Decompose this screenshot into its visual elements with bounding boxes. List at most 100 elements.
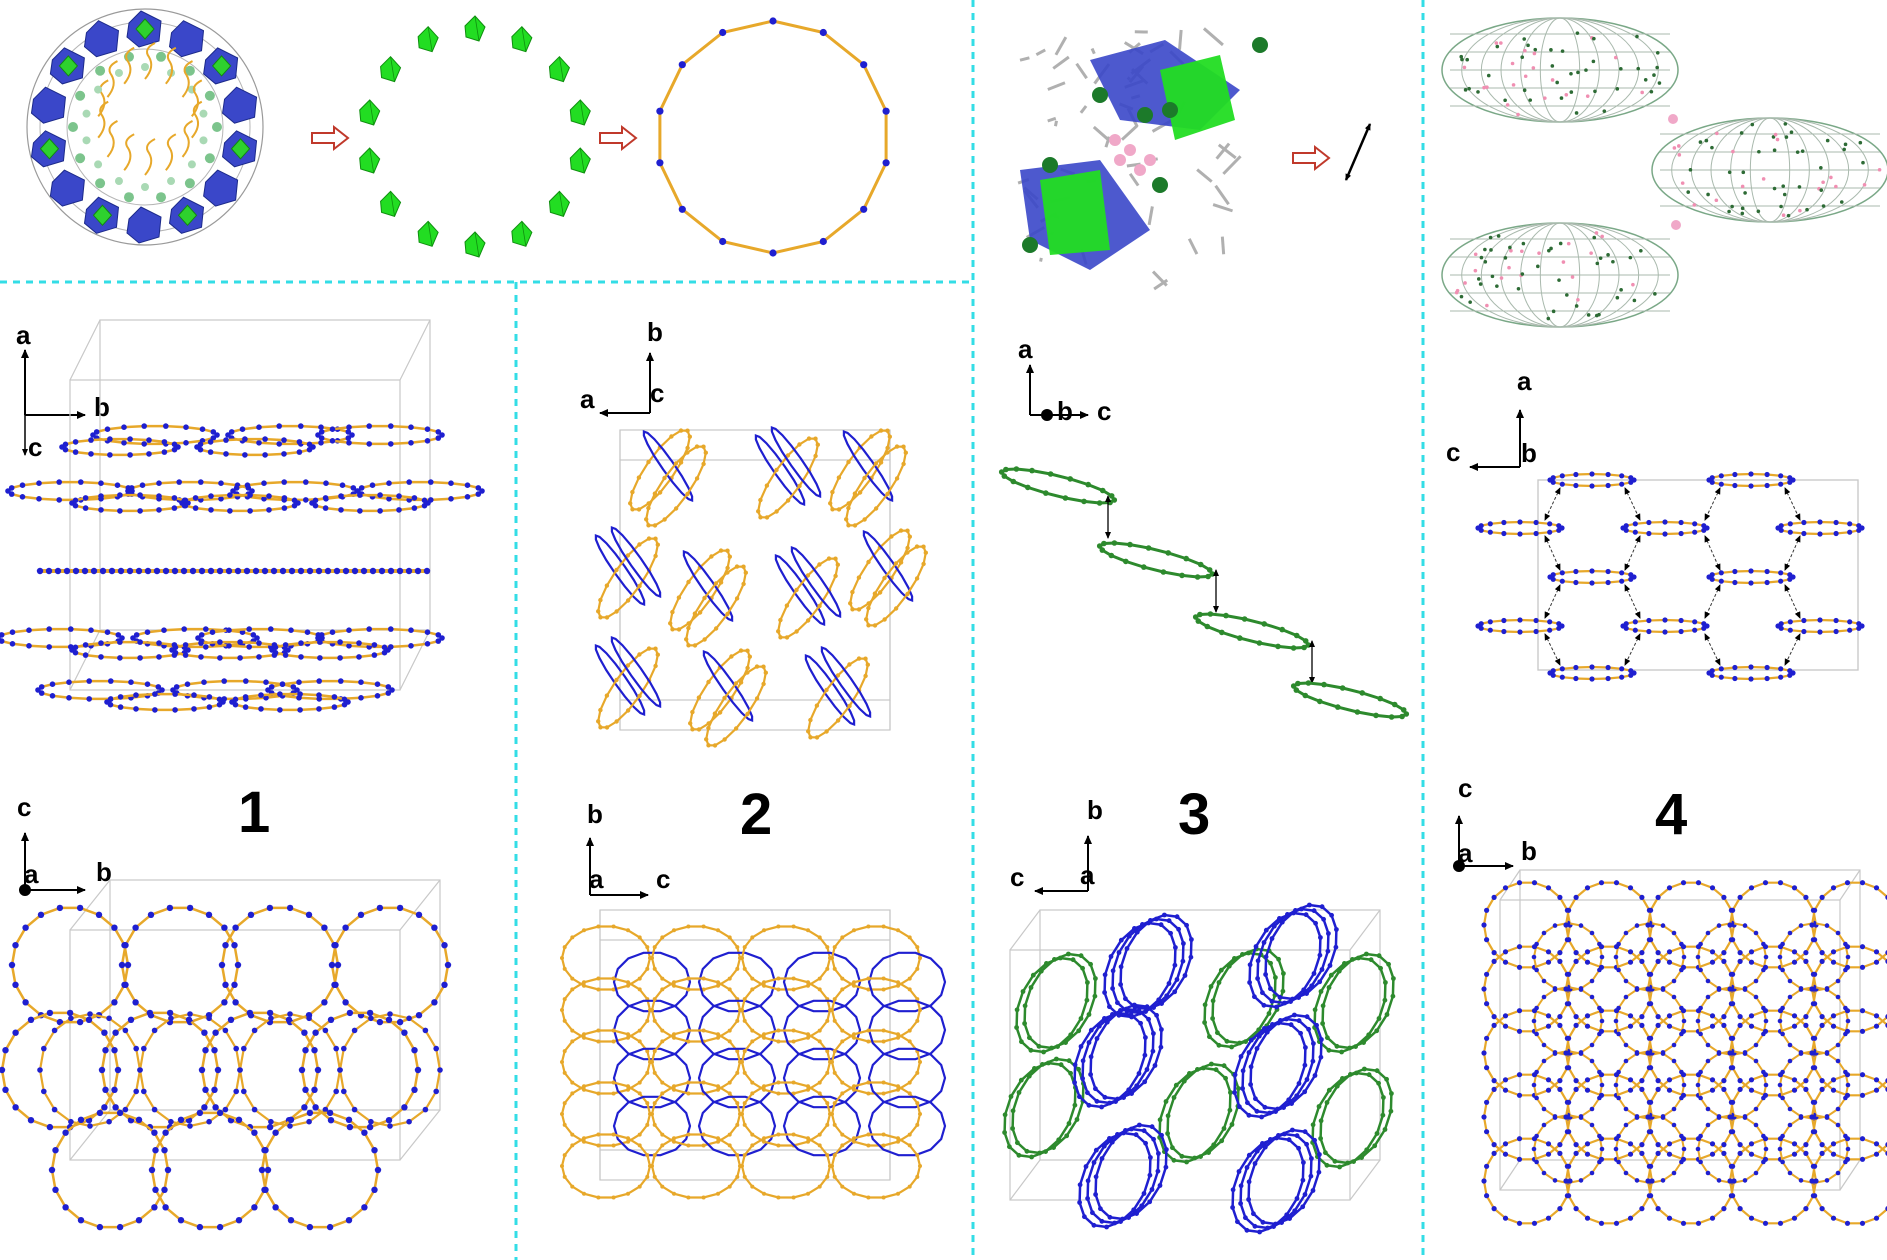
ring-node: [191, 706, 197, 712]
ring-node: [1553, 1178, 1558, 1183]
ring-node: [1780, 968, 1785, 973]
ring-node: [1532, 955, 1537, 960]
ring-node: [212, 1104, 218, 1110]
ring-node: [1710, 668, 1715, 673]
cage-atom: [1715, 132, 1719, 136]
ring-node: [660, 1029, 664, 1033]
ring-node: [172, 442, 178, 448]
ring-node: [1661, 1051, 1666, 1056]
ring-node: [685, 492, 689, 496]
ring-node: [1696, 1221, 1701, 1226]
ring-node: [741, 582, 745, 586]
ring-node: [178, 1217, 184, 1223]
ring-node: [1205, 624, 1211, 630]
ring-node: [1532, 1147, 1537, 1152]
ring-node: [1667, 1077, 1672, 1082]
cage-atom: [1552, 310, 1556, 314]
ring-node: [1585, 1141, 1590, 1146]
node-ring: [560, 925, 652, 992]
ring-node: [716, 1084, 720, 1088]
ring-node: [820, 29, 827, 36]
ring-node: [1100, 1219, 1105, 1224]
ring-node: [1732, 472, 1737, 477]
ring-node: [1763, 1008, 1768, 1013]
ring-node: [1717, 1051, 1722, 1056]
ring-node: [1150, 1187, 1155, 1192]
ring-node: [626, 928, 630, 932]
ring-node: [1730, 1164, 1735, 1169]
ring-node: [368, 1119, 374, 1125]
ring-node: [1661, 1115, 1666, 1120]
ring-node: [377, 508, 383, 514]
ring-node: [1175, 977, 1180, 982]
ring-node: [1599, 1072, 1604, 1077]
ring-node: [1614, 1008, 1619, 1013]
ring-node: [52, 1107, 58, 1113]
ring-node: [1280, 920, 1285, 925]
ring-node: [762, 1032, 766, 1036]
ring-node: [401, 1104, 407, 1110]
ring-node: [1639, 1151, 1644, 1156]
ring-node: [672, 1192, 676, 1196]
node-ring: [806, 656, 870, 739]
ring-node: [1557, 1014, 1562, 1019]
ring-node: [1021, 989, 1026, 994]
ring-node: [152, 691, 158, 697]
ring-node: [745, 666, 749, 670]
ring-node: [298, 654, 304, 660]
ring-node: [1383, 1127, 1388, 1132]
cage-atom: [1504, 256, 1508, 260]
ring-node: [1364, 952, 1369, 957]
interlayer-distance-arrow: [1705, 585, 1720, 618]
ring-node: [1146, 1017, 1151, 1022]
ring-node: [1616, 968, 1621, 973]
ring-node: [686, 1081, 690, 1085]
ring-node: [107, 436, 113, 442]
cage-cluster: [1442, 223, 1678, 327]
ring-node: [226, 627, 232, 633]
ring-node: [833, 1049, 837, 1053]
ring-node: [1542, 1059, 1547, 1064]
ring-node: [388, 423, 394, 429]
ring-node: [0, 1067, 5, 1073]
ring-node: [436, 638, 442, 644]
ring-bond: [808, 659, 868, 738]
cage-atom: [1728, 170, 1732, 174]
ring-node: [908, 1029, 912, 1033]
ring-node: [866, 1040, 870, 1044]
ring-node: [1749, 1013, 1754, 1018]
ring-node: [1503, 1088, 1508, 1093]
ring-node: [612, 1092, 616, 1096]
ring-node: [1696, 944, 1701, 949]
node-ring: [596, 536, 660, 619]
ring-node: [1648, 972, 1653, 977]
chain-stacking-view-3: [999, 466, 1409, 720]
cage-atom: [1740, 131, 1744, 135]
ring-node: [1788, 530, 1793, 535]
ring-node: [563, 1123, 567, 1127]
ring-node: [1717, 1178, 1722, 1183]
ring-node: [1245, 1228, 1250, 1233]
ring-node: [824, 688, 828, 692]
ring-node: [1606, 665, 1611, 670]
ring-node: [375, 1167, 381, 1173]
ring-node: [1639, 1142, 1644, 1147]
ring-node: [187, 905, 193, 911]
ring-node: [1172, 989, 1177, 994]
ring-node: [670, 610, 674, 614]
unit-cell-edge: [1010, 1160, 1040, 1200]
ring-node: [1845, 965, 1850, 970]
ring-node: [1076, 1067, 1081, 1072]
interlayer-distance-arrow: [1545, 585, 1560, 618]
ring-node: [148, 912, 154, 918]
green-octahedron: [512, 221, 532, 246]
ring-node: [915, 576, 919, 580]
node-ring: [596, 646, 660, 729]
cage-atom: [1479, 282, 1483, 286]
ring-node: [728, 555, 732, 559]
ring-node: [1778, 1019, 1783, 1024]
metal-atom: [167, 177, 175, 185]
ring-node: [1754, 1123, 1759, 1128]
ring-node: [1164, 1165, 1169, 1170]
ring-node: [1817, 531, 1822, 536]
